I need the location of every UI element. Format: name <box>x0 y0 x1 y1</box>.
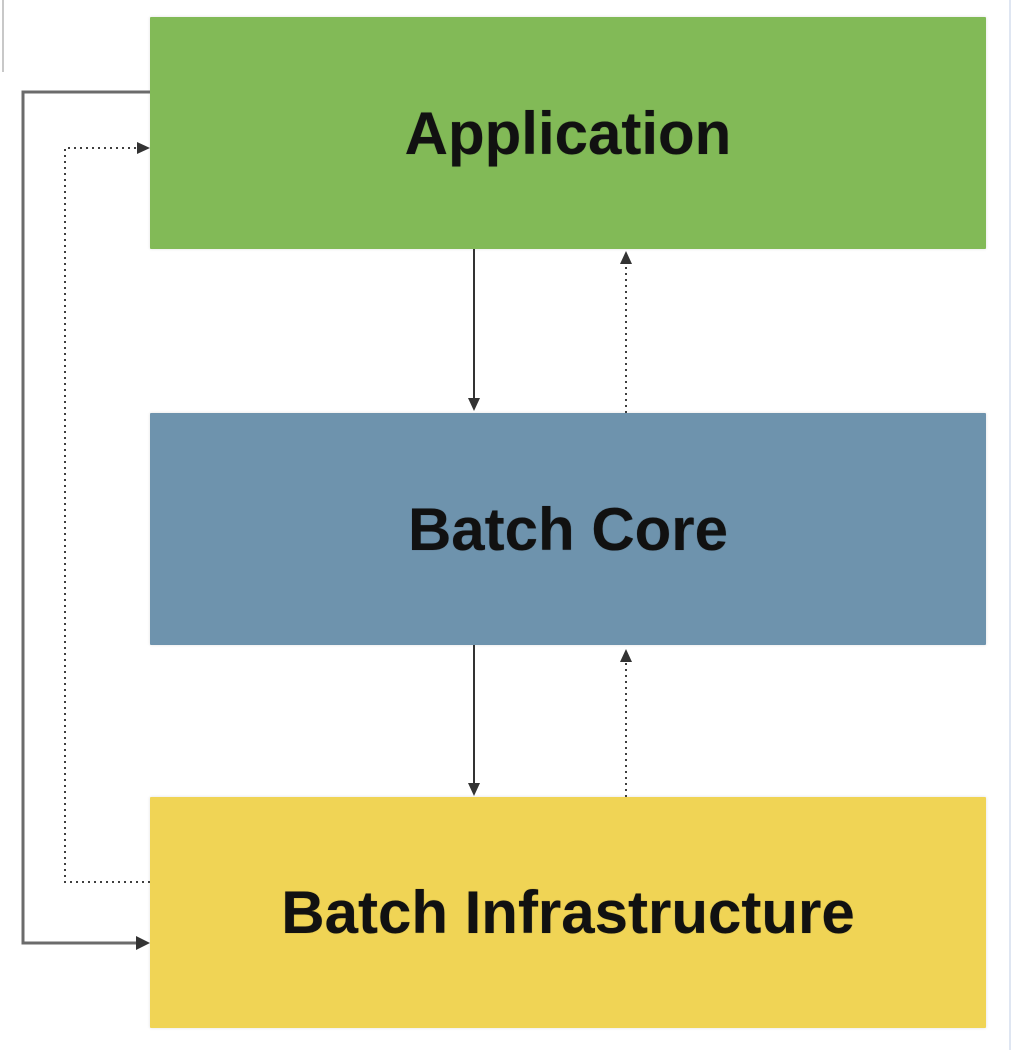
dashed-connector-infrastructure-to-application <box>64 147 150 883</box>
arrowhead-icon <box>620 251 632 264</box>
layer-box-application: Application <box>150 17 986 249</box>
layer-box-batch-infrastructure: Batch Infrastructure <box>150 797 986 1028</box>
arrowhead-icon <box>137 142 150 154</box>
layer-label-application: Application <box>404 99 732 167</box>
arrowhead-icon <box>468 783 480 796</box>
layer-label-batch-infrastructure: Batch Infrastructure <box>281 879 855 946</box>
arrowhead-icon <box>468 398 480 411</box>
arrowhead-icon <box>136 936 150 950</box>
arrowhead-icon <box>620 649 632 662</box>
solid-connector-application-to-infrastructure <box>21 90 150 945</box>
layer-box-batch-core: Batch Core <box>150 413 986 645</box>
layer-label-batch-core: Batch Core <box>407 495 729 563</box>
